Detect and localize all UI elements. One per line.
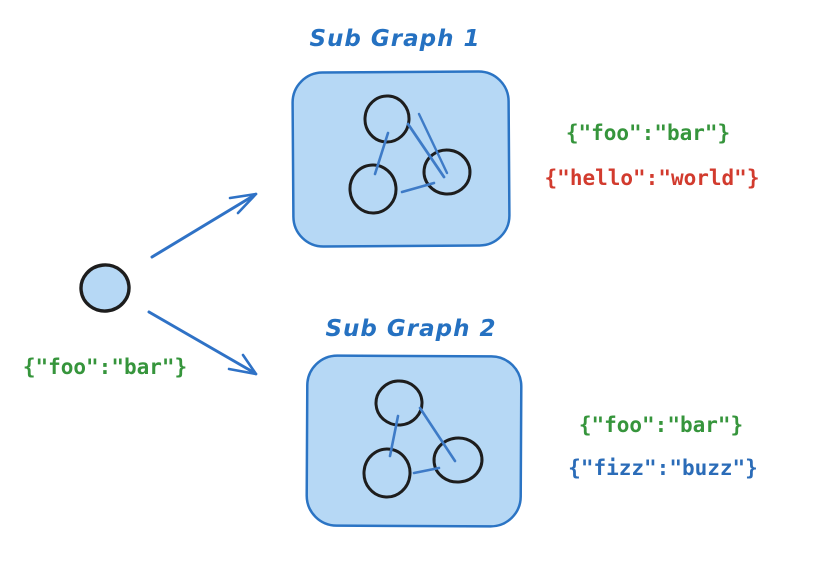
subgraph2-node-top xyxy=(374,379,424,427)
subgraph1-node-bottom-left xyxy=(348,163,398,215)
root-node-circle xyxy=(79,263,131,313)
subgraph2-title: Sub Graph 2 xyxy=(325,316,497,342)
root-node-label: {"foo":"bar"} xyxy=(22,355,188,379)
arrow-to-subgraph1 xyxy=(150,192,258,259)
subgraph2-edge-top-to-right xyxy=(418,406,457,463)
arrow-to-subgraph2-shaft xyxy=(147,310,255,374)
subgraph2-box xyxy=(305,354,523,528)
subgraph1-label-foo-bar: {"foo":"bar"} xyxy=(565,121,731,145)
subgraph1-title: Sub Graph 1 xyxy=(309,26,481,52)
arrow-to-subgraph2-head-b xyxy=(241,353,258,376)
subgraph1-edge-top-to-right xyxy=(406,122,446,179)
subgraph2-edge-top-to-left xyxy=(388,414,400,458)
subgraph1-edge-top-to-right-stroke2 xyxy=(417,112,449,175)
arrow-to-subgraph2-head-a xyxy=(227,367,258,376)
subgraph2-label-fizz-buzz: {"fizz":"buzz"} xyxy=(568,456,758,480)
subgraph1-node-right xyxy=(422,148,472,196)
subgraph1-edge-top-to-left xyxy=(373,131,390,176)
subgraph2-label-foo-bar: {"foo":"bar"} xyxy=(578,413,744,437)
subgraph1-box xyxy=(291,70,511,248)
arrow-to-subgraph1-head-b xyxy=(236,192,258,215)
arrow-to-subgraph1-shaft xyxy=(150,194,255,259)
arrow-to-subgraph1-head-a xyxy=(228,192,258,200)
subgraph2-node-bottom-left xyxy=(362,447,412,499)
subgraph1-edge-left-to-right xyxy=(400,181,436,194)
subgraph2-edge-left-to-right xyxy=(412,466,441,475)
subgraph1-label-hello-world: {"hello":"world"} xyxy=(544,166,760,190)
subgraph2-node-right xyxy=(432,436,484,484)
arrow-to-subgraph2 xyxy=(147,310,258,376)
